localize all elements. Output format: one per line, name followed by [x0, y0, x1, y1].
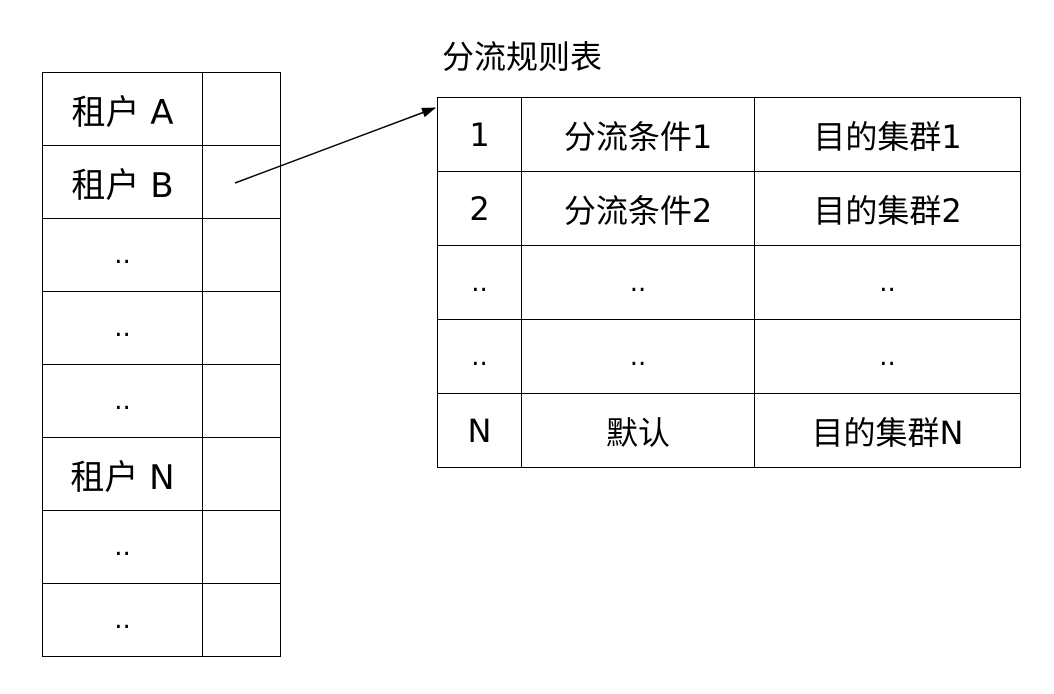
rule-index-cell: 2	[437, 171, 522, 246]
tenant-row: ..	[42, 583, 281, 657]
tenant-row: ..	[42, 510, 281, 584]
tenant-name-cell: ..	[42, 364, 203, 438]
tenant-name-cell: 租户 N	[42, 437, 203, 511]
tenant-name-cell: ..	[42, 510, 203, 584]
rule-index-cell: N	[437, 393, 522, 468]
rules-table-title: 分流规则表	[442, 38, 603, 76]
tenant-pointer-cell	[202, 437, 281, 511]
tenant-pointer-cell	[202, 291, 281, 365]
rule-row: .. .. ..	[437, 245, 1021, 320]
tenant-pointer-cell	[202, 145, 281, 219]
rule-target-cell: ..	[754, 319, 1021, 394]
rule-condition-cell: ..	[521, 319, 755, 394]
tenant-name-cell: 租户 A	[42, 72, 203, 146]
rules-table: 1 分流条件1 目的集群1 2 分流条件2 目的集群2 .. .. .. .. …	[437, 97, 1021, 468]
tenant-name-cell: ..	[42, 583, 203, 657]
tenant-pointer-cell	[202, 583, 281, 657]
tenant-pointer-cell	[202, 510, 281, 584]
rule-row: N 默认 目的集群N	[437, 393, 1021, 468]
tenant-row: 租户 N	[42, 437, 281, 511]
tenant-table: 租户 A 租户 B .. .. .. 租户 N	[42, 72, 281, 657]
tenant-name-cell: ..	[42, 218, 203, 292]
rule-index-cell: ..	[437, 245, 522, 320]
rule-index-cell: ..	[437, 319, 522, 394]
rule-condition-cell: 分流条件1	[521, 97, 755, 172]
rule-condition-cell: 分流条件2	[521, 171, 755, 246]
tenant-name-cell: 租户 B	[42, 145, 203, 219]
tenant-pointer-cell	[202, 218, 281, 292]
rule-target-cell: ..	[754, 245, 1021, 320]
rule-index-cell: 1	[437, 97, 522, 172]
rule-condition-cell: ..	[521, 245, 755, 320]
rule-row: 1 分流条件1 目的集群1	[437, 97, 1021, 172]
rule-condition-cell: 默认	[521, 393, 755, 468]
rule-row: .. .. ..	[437, 319, 1021, 394]
tenant-row: ..	[42, 291, 281, 365]
tenant-row: ..	[42, 364, 281, 438]
rule-target-cell: 目的集群N	[754, 393, 1021, 468]
rule-target-cell: 目的集群1	[754, 97, 1021, 172]
tenant-row: 租户 A	[42, 72, 281, 146]
rule-target-cell: 目的集群2	[754, 171, 1021, 246]
tenant-name-cell: ..	[42, 291, 203, 365]
tenant-pointer-cell	[202, 72, 281, 146]
rule-row: 2 分流条件2 目的集群2	[437, 171, 1021, 246]
tenant-row: 租户 B	[42, 145, 281, 219]
tenant-pointer-cell	[202, 364, 281, 438]
tenant-row: ..	[42, 218, 281, 292]
